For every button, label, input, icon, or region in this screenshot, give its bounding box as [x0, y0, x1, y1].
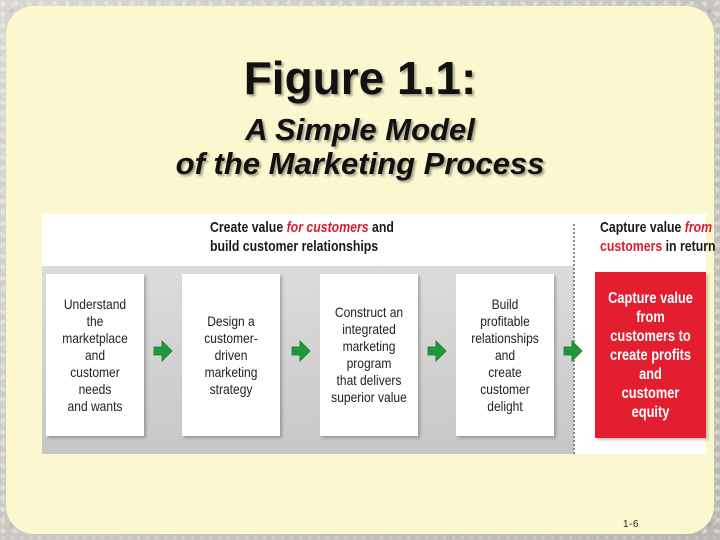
step-box-construct: Construct an integrated marketing progra…: [320, 274, 418, 436]
subtitle-line-1: A Simple Model: [245, 112, 475, 147]
header-left-line-2: build customer relationships: [210, 238, 379, 255]
header-left-text-c: and: [368, 219, 394, 236]
header-right-text-a: Capture value: [600, 219, 685, 236]
step-box-understand: Understand the marketplace and customer …: [46, 274, 144, 436]
header-right-emphasis: from: [684, 219, 713, 236]
step-label: Design a customer-driven marketing strat…: [204, 312, 258, 397]
marketing-process-diagram: Create value for customers and build cus…: [42, 214, 716, 454]
header-right-customers: customers: [600, 238, 663, 255]
page-title: Figure 1.1:: [243, 52, 477, 104]
header-right-text-b: in return: [662, 238, 716, 255]
header-left-text-a: Create value: [210, 219, 287, 236]
step-label: Construct an integrated marketing progra…: [331, 304, 407, 405]
arrow-right-icon: [427, 340, 447, 362]
arrow-right-icon: [563, 340, 583, 362]
final-step-label: Capture value from customers to create p…: [608, 289, 693, 421]
header-left-emphasis: for customers: [286, 219, 369, 236]
step-label: Build profitable relationships and creat…: [471, 295, 539, 414]
subtitle-line-2: of the Marketing Process: [175, 146, 545, 181]
page-subtitle: A Simple Model of the Marketing Process: [90, 113, 630, 181]
step-box-build: Build profitable relationships and creat…: [456, 274, 554, 436]
arrow-right-icon: [153, 340, 173, 362]
step-box-capture-value: Capture value from customers to create p…: [595, 272, 706, 438]
stage-divider: [573, 224, 575, 454]
create-value-header: Create value for customers and build cus…: [210, 218, 394, 256]
step-label: Understand the marketplace and customer …: [62, 295, 128, 414]
step-box-design: Design a customer-driven marketing strat…: [182, 274, 280, 436]
capture-value-header: Capture value from customers in return: [600, 218, 716, 256]
page-number: 1-6: [623, 519, 639, 530]
arrow-right-icon: [291, 340, 311, 362]
